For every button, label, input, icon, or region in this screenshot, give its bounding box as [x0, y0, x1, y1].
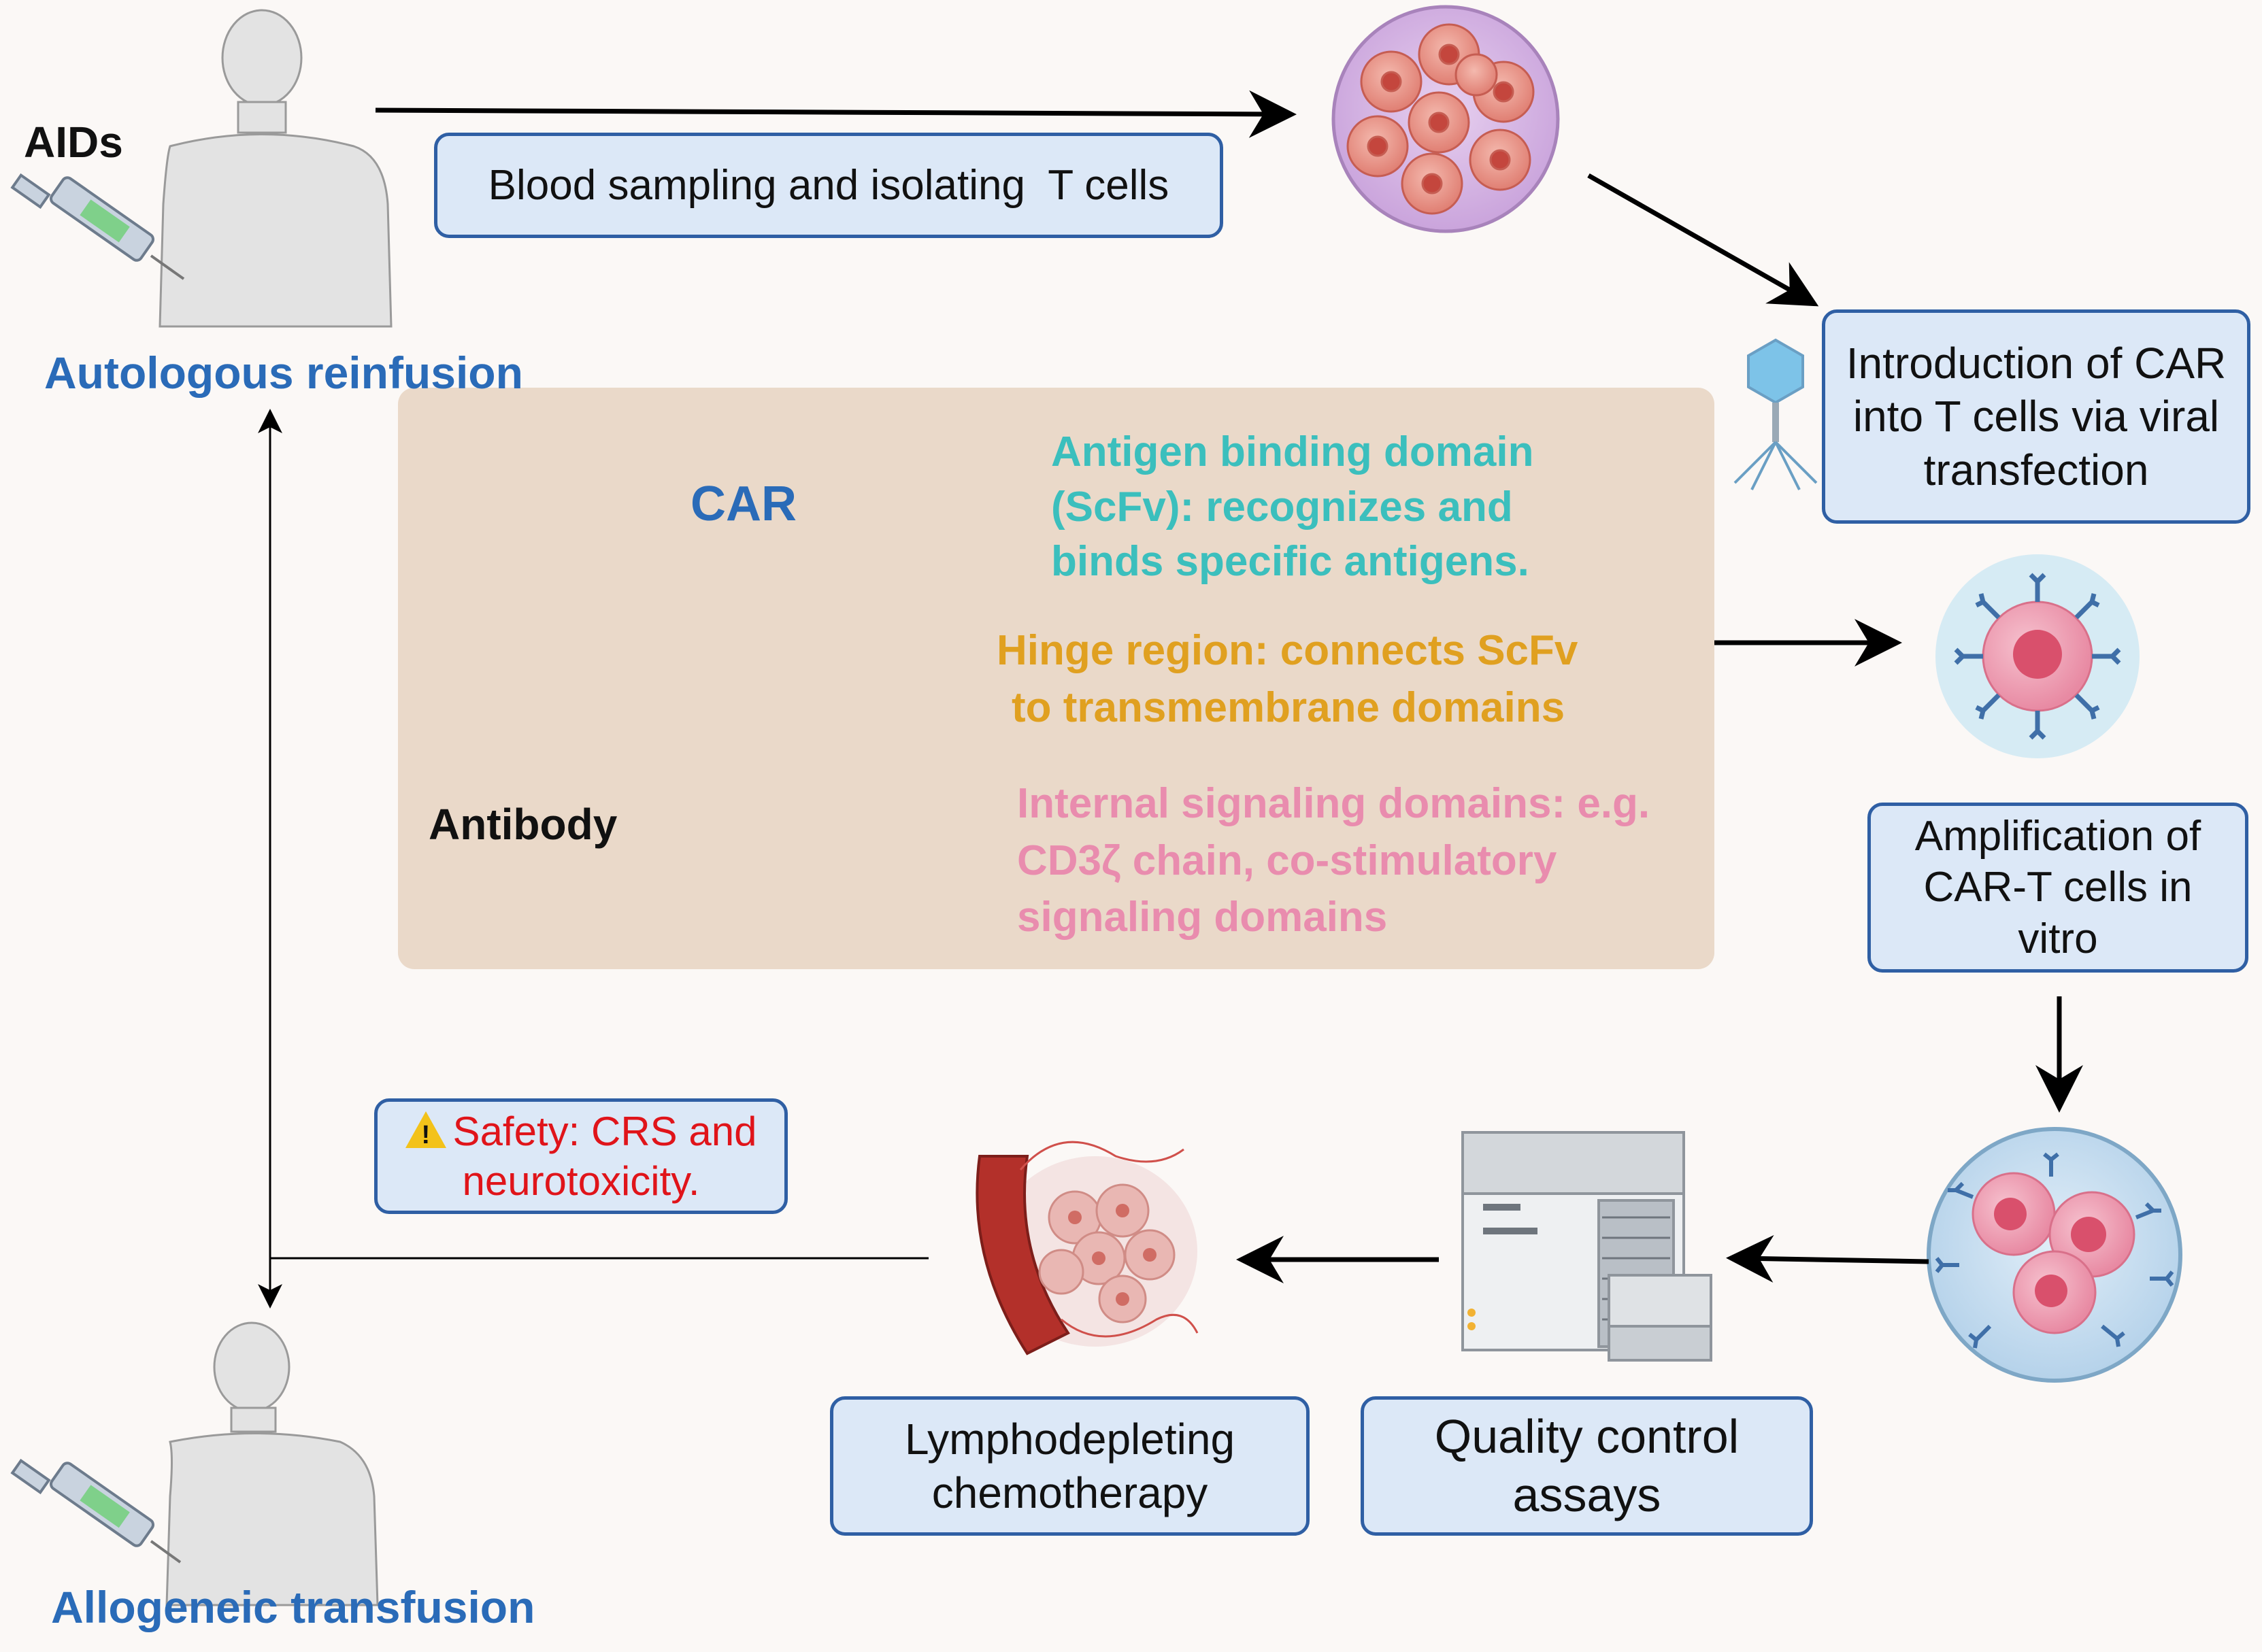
antigen-line-1: Antigen binding domain: [1051, 428, 1534, 475]
introduction-line-2: into T cells via viral: [1852, 392, 2220, 441]
quality-line-2: assays: [1512, 1468, 1661, 1521]
lympho-line-2: chemotherapy: [931, 1468, 1208, 1517]
internal-signaling-text: Internal signaling domains: e.g. CD3ζ ch…: [1017, 775, 1650, 946]
allogeneic-transfusion-label: Allogeneic transfusion: [51, 1582, 535, 1632]
amplification-box: Amplification of CAR-T cells in vitro: [1867, 803, 2248, 973]
virus-icon: [1733, 338, 1818, 490]
aids-label: AIDs: [24, 118, 123, 167]
internal-line-1: Internal signaling domains: e.g.: [1017, 780, 1650, 827]
hinge-line-1: Hinge region: connects ScFv: [997, 627, 1578, 674]
antigen-line-3: binds specific antigens.: [1051, 538, 1529, 586]
expansion-dish-icon: [1927, 1127, 2182, 1383]
hinge-line-2: to transmembrane domains: [1012, 684, 1565, 731]
blood-sampling-text: Blood sampling and isolating T cells: [488, 161, 1169, 209]
safety-line-2: neurotoxicity.: [462, 1158, 700, 1204]
introduction-line-1: Introduction of CAR: [1846, 339, 2227, 388]
car-structure-panel: [398, 388, 1714, 969]
safety-line-1: Safety: CRS and: [452, 1108, 757, 1154]
lympho-line-1: Lymphodepleting: [904, 1415, 1235, 1464]
flow-arrows: [258, 90, 2083, 1309]
amplification-line-2: CAR-T cells in: [1923, 864, 2193, 911]
amplification-line-3: vitro: [2018, 915, 2098, 962]
syringe-icon: [10, 173, 185, 280]
introduction-box: Introduction of CAR into T cells via vir…: [1822, 309, 2250, 524]
antigen-line-2: (ScFv): recognizes and: [1051, 483, 1513, 530]
tcell-dish-icon: [1331, 5, 1560, 233]
human-figure-icon: [159, 9, 393, 328]
lymphodepleting-box: Lymphodepleting chemotherapy: [830, 1396, 1310, 1536]
antibody-label: Antibody: [429, 800, 618, 849]
autologous-reinfusion-label: Autologous reinfusion: [44, 348, 523, 398]
quality-line-1: Quality control: [1434, 1410, 1740, 1464]
car-label: CAR: [691, 477, 797, 531]
antigen-binding-domain-text: Antigen binding domain (ScFv): recognize…: [1051, 425, 1533, 590]
warning-icon: !: [405, 1111, 446, 1149]
quality-control-box: Quality control assays: [1361, 1396, 1813, 1536]
hinge-region-text: Hinge region: connects ScFv to transmemb…: [997, 622, 1578, 736]
internal-line-2: CD3ζ chain, co-stimulatory: [1017, 837, 1557, 884]
human-figure-icon: [165, 1321, 379, 1606]
safety-box: !Safety: CRS and neurotoxicity.: [374, 1098, 788, 1214]
car-t-cell-icon: [1935, 554, 2140, 758]
introduction-line-3: transfection: [1923, 445, 2149, 494]
amplification-line-1: Amplification of: [1914, 812, 2201, 860]
blood-sampling-box: Blood sampling and isolating T cells: [434, 133, 1223, 238]
analyzer-icon: [1461, 1131, 1712, 1362]
syringe-icon: [10, 1458, 182, 1564]
blood-vessel-tumor-icon: [976, 1141, 1199, 1355]
internal-line-3: signaling domains: [1017, 894, 1388, 941]
